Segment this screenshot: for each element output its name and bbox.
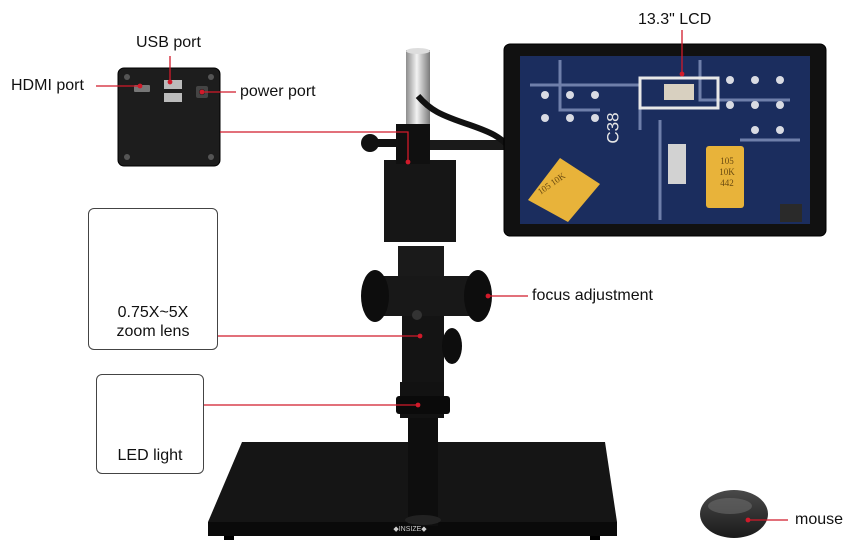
focus-assembly xyxy=(361,246,492,418)
camera-head xyxy=(384,160,456,242)
zoom-lens-box xyxy=(88,208,218,350)
usb-port-label: USB port xyxy=(136,34,201,51)
zoom-lens-label: 0.75X~5X zoom lens xyxy=(88,303,218,341)
lcd-label: 13.3" LCD xyxy=(638,11,712,28)
capacitor-line-1: 105 xyxy=(720,156,734,166)
control-box xyxy=(117,67,221,167)
hdmi-port-label: HDMI port xyxy=(11,77,84,94)
column xyxy=(408,418,438,526)
power-port-label: power port xyxy=(240,83,316,100)
led-ring xyxy=(396,396,450,414)
board-label: C38 xyxy=(603,112,623,144)
zoom-lens-label-line2: zoom lens xyxy=(116,323,190,340)
led-light-label: LED light xyxy=(117,447,183,464)
capacitor-right-marking: 105 10K 442 xyxy=(712,156,742,189)
mouse-illustration xyxy=(700,490,768,538)
brand-logo: ◆INSIZE◆ xyxy=(393,526,427,533)
led-light-box xyxy=(96,374,204,474)
lcd-monitor xyxy=(503,43,827,237)
capacitor-line-3: 442 xyxy=(720,178,734,188)
usb-port-icon xyxy=(164,80,182,89)
capacitor-line-2: 10K xyxy=(719,167,735,177)
focus-adjustment-label: focus adjustment xyxy=(532,287,653,304)
leader-lines xyxy=(96,30,788,521)
monitor-arm xyxy=(430,140,506,150)
mouse-label: mouse xyxy=(795,511,844,528)
zoom-lens-label-line1: 0.75X~5X xyxy=(117,304,189,321)
